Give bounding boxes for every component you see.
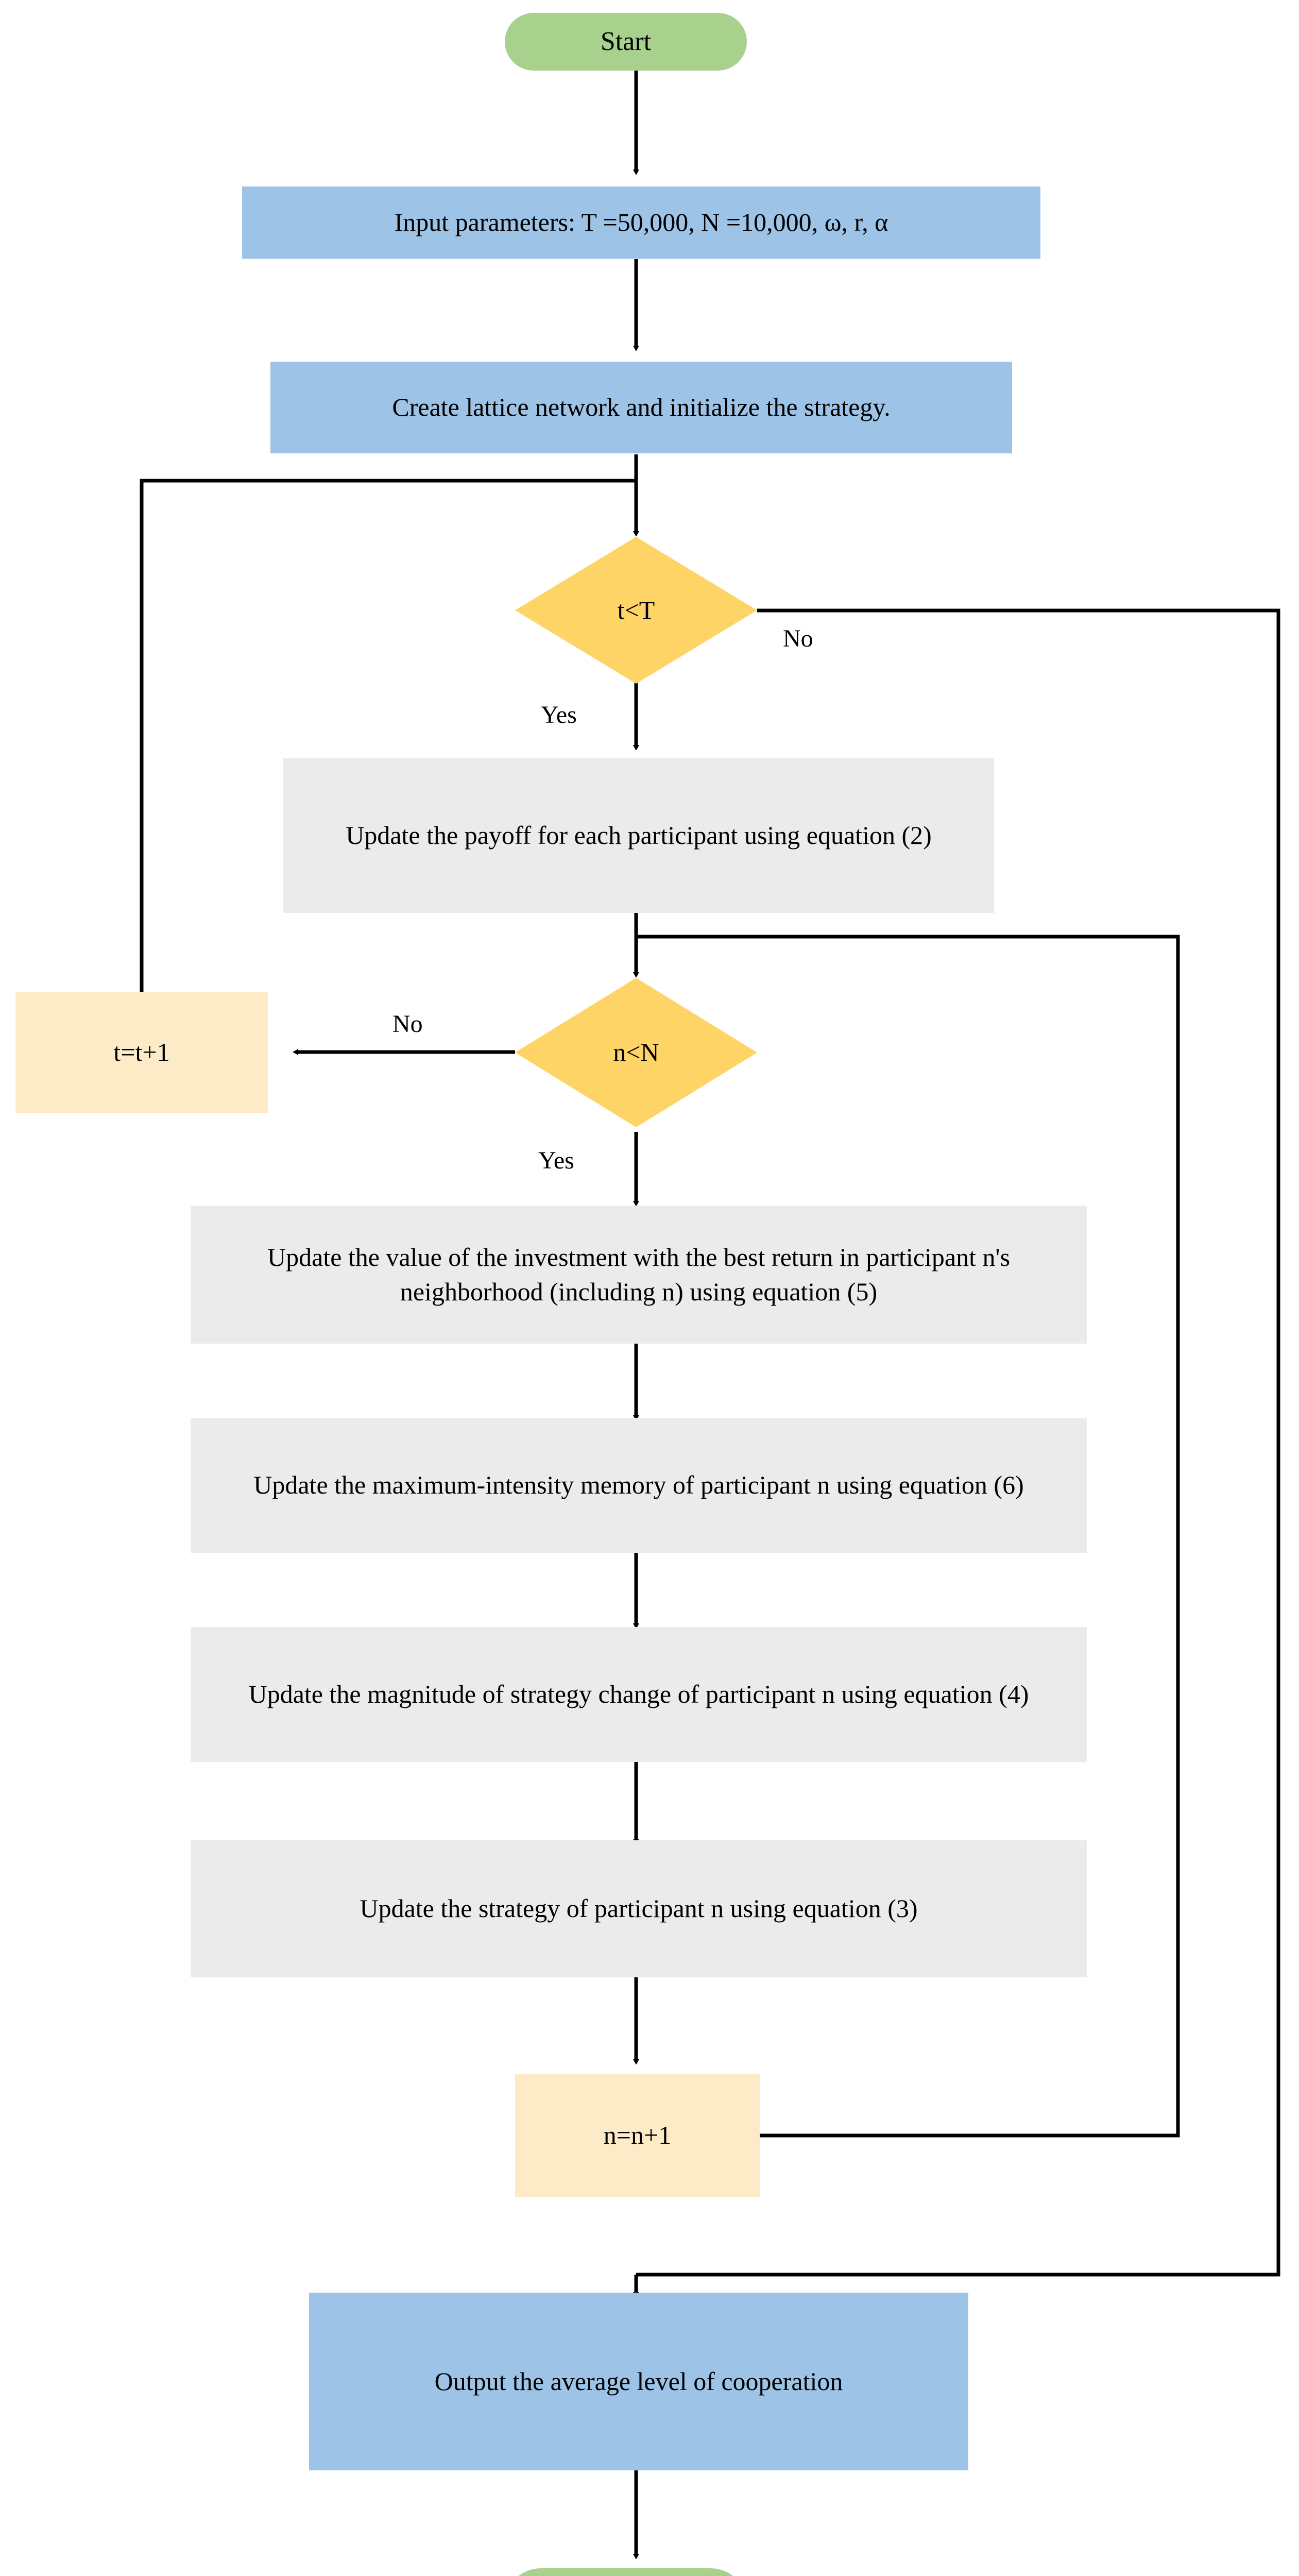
node-update-investment[interactable]: Update the value of the investment with …: [191, 1206, 1087, 1344]
node-update-memory[interactable]: Update the maximum-intensity memory of p…: [191, 1418, 1087, 1553]
node-update-magnitude-label: Update the magnitude of strategy change …: [248, 1680, 1029, 1709]
node-create-lattice-label: Create lattice network and initialize th…: [392, 393, 891, 422]
node-update-strategy-label: Update the strategy of participant n usi…: [360, 1894, 918, 1923]
node-start[interactable]: Start: [505, 13, 747, 71]
edge-label-n-no: No: [392, 1010, 423, 1038]
node-update-investment-label: Update the value of the investment with …: [267, 1242, 1010, 1307]
node-decision-n-label: n<N: [613, 1038, 659, 1067]
node-start-label: Start: [600, 26, 652, 56]
node-increment-t[interactable]: t=t+1: [15, 992, 268, 1113]
node-create-lattice[interactable]: Create lattice network and initialize th…: [270, 362, 1012, 453]
node-input-parameters-label: Input parameters: T =50,000, N =10,000, …: [394, 208, 888, 237]
node-decision-t-label: t<T: [617, 595, 655, 624]
node-update-memory-label: Update the maximum-intensity memory of p…: [253, 1470, 1024, 1500]
node-update-payoff-label: Update the payoff for each participant u…: [346, 821, 932, 850]
node-output-cooperation[interactable]: Output the average level of cooperation: [309, 2293, 968, 2470]
node-increment-n-label: n=n+1: [603, 2121, 672, 2150]
edge-label-n-yes: Yes: [538, 1147, 574, 1174]
edge-label-t-no: No: [783, 625, 813, 652]
edge-label-t-yes: Yes: [541, 701, 577, 728]
node-decision-t[interactable]: t<T: [515, 537, 757, 684]
node-end[interactable]: End: [505, 2568, 747, 2576]
node-output-cooperation-label: Output the average level of cooperation: [434, 2366, 843, 2396]
node-increment-t-label: t=t+1: [113, 1037, 170, 1066]
node-input-parameters[interactable]: Input parameters: T =50,000, N =10,000, …: [242, 187, 1040, 259]
node-increment-n[interactable]: n=n+1: [515, 2074, 760, 2197]
node-update-payoff[interactable]: Update the payoff for each participant u…: [283, 758, 994, 913]
node-decision-n[interactable]: n<N: [515, 978, 757, 1127]
node-update-magnitude[interactable]: Update the magnitude of strategy change …: [191, 1627, 1087, 1762]
node-update-strategy[interactable]: Update the strategy of participant n usi…: [191, 1840, 1087, 1977]
